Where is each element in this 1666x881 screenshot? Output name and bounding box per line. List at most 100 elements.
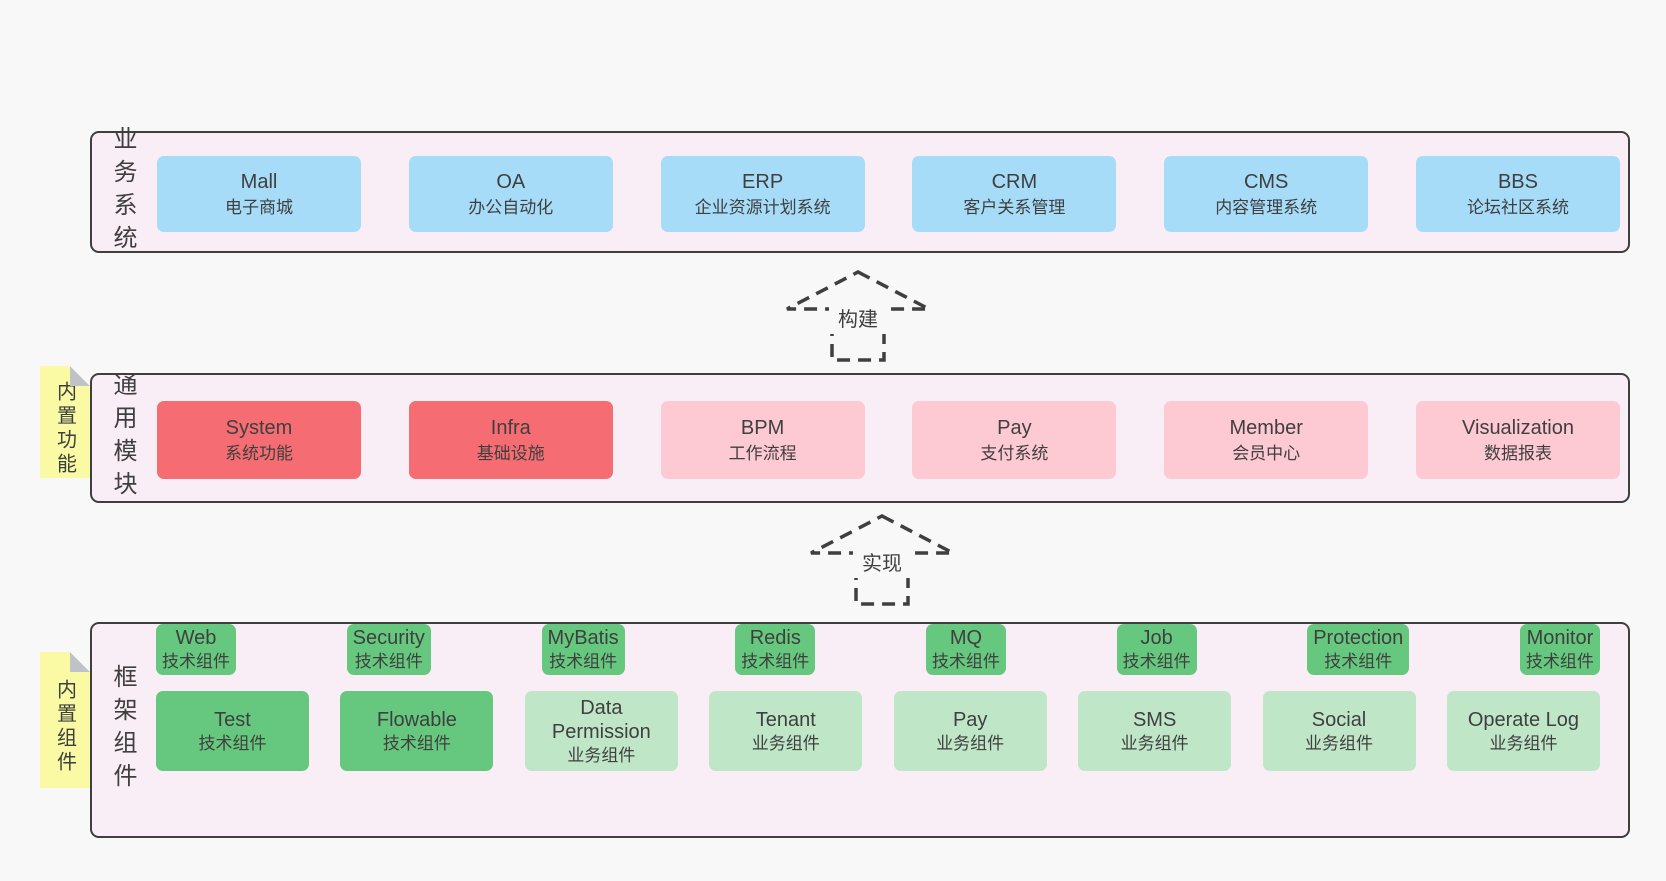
box-mq: MQ 技术组件 [925,624,1006,675]
box-title: BBS [1497,170,1538,193]
box-mall: Mall 电子商城 [157,156,361,232]
box-title: MyBatis [547,627,619,649]
box-subtitle: 基础设施 [476,443,545,463]
box-pay: Pay 支付系统 [912,401,1117,479]
box-title: Mall [240,170,278,193]
box-title: Security [352,627,425,649]
box-title: Monitor [1526,627,1594,649]
box-subtitle: 论坛社区系统 [1466,197,1569,217]
box-protection: Protection 技术组件 [1307,624,1410,675]
implement-arrow-outline [810,514,954,606]
box-subtitle: 系统功能 [225,443,293,463]
box-subtitle: 业务组件 [1489,733,1558,753]
box-erp: ERP 企业资源计划系统 [660,156,865,232]
box-visualization: Visualization 数据报表 [1415,401,1620,479]
box-subtitle: 支付系统 [980,443,1049,463]
box-title: Tenant [755,708,816,731]
sticky-note-built-in-features: 内置功能 [40,366,90,478]
box-mybatis: MyBatis 技术组件 [541,624,625,675]
box-bpm: BPM 工作流程 [660,401,865,479]
box-system: System 系统功能 [157,401,361,479]
box-subtitle: 技术组件 [354,652,423,671]
box-title: Job [1140,627,1173,649]
box-subtitle: 数据报表 [1483,443,1552,463]
box-title: OA [496,170,526,193]
box-subtitle: 技术组件 [741,652,810,671]
box-subtitle: 业务组件 [1305,733,1374,753]
box-subtitle: 业务组件 [1120,733,1189,753]
business-boxes-row: Mall 电子商城 OA 办公自动化 ERP 企业资源计划系统 CRM 客户关系管理 CMS 内容… [157,156,1620,232]
implement-arrow-label: 实现 [862,552,902,575]
box-subtitle: 内容管理系统 [1215,197,1318,217]
box-crm: CRM 客户关系管理 [912,156,1117,232]
box-title: Data Permission [551,696,651,743]
box-subtitle: 企业资源计划系统 [694,197,831,217]
box-subtitle: 办公自动化 [468,197,554,217]
box-subtitle: 技术组件 [198,733,267,753]
box-title: CMS [1243,170,1289,193]
box-title: Test [214,708,251,731]
layer-label-business-systems: 业务系统 [109,126,136,258]
box-subtitle: 技术组件 [1525,652,1594,671]
box-title: System [225,416,293,439]
box-title: Social [1311,708,1367,731]
build-arrow-label-bg [829,300,887,334]
box-bbs: BBS 论坛社区系统 [1415,156,1620,232]
layer-label-framework-components: 框架组件 [109,664,136,796]
box-infra: Infra 基础设施 [408,401,613,479]
box-title: Member [1229,416,1303,439]
box-job: Job 技术组件 [1116,624,1197,675]
box-subtitle: 技术组件 [549,652,618,671]
box-title: Web [175,627,217,649]
box-subtitle: 技术组件 [1324,652,1393,671]
box-subtitle: 客户关系管理 [963,197,1066,217]
implement-arrow-label-bg [853,544,911,578]
box-subtitle: 技术组件 [162,652,230,671]
box-subtitle: 业务组件 [936,733,1005,753]
sticky-note-label: 内置组件 [53,679,76,775]
build-arrow-icon: 构建 [786,270,930,362]
sticky-fold-icon [70,366,90,386]
box-security: Security 技术组件 [346,624,431,675]
layer-business-systems: 业务系统 Mall 电子商城 OA 办公自动化 ERP 企业资源计划系统 CRM 客户关系管理… [90,126,1630,258]
box-subtitle: 电子商城 [225,197,293,217]
box-subtitle: 技术组件 [931,652,1000,671]
box-subtitle: 技术组件 [382,733,451,753]
box-subtitle: 技术组件 [1122,652,1191,671]
box-title: Pay [952,708,988,731]
box-monitor: Monitor 技术组件 [1519,624,1600,675]
box-title: BPM [740,416,785,439]
box-subtitle: 工作流程 [728,443,797,463]
box-title: Pay [997,416,1032,439]
box-title: MQ [949,627,983,649]
box-cms: CMS 内容管理系统 [1164,156,1369,232]
box-subtitle: 业务组件 [751,733,820,753]
box-oa: OA 办公自动化 [408,156,613,232]
box-title: Protection [1313,627,1404,649]
build-arrow-outline [786,270,930,362]
box-title: Infra [490,416,531,439]
sticky-note-built-in-components: 内置组件 [40,652,90,788]
box-title: ERP [742,170,784,193]
box-title: Flowable [376,708,457,731]
sticky-note-label: 内置功能 [53,381,76,477]
box-title: Visualization [1462,416,1574,439]
box-title: SMS [1132,708,1177,731]
box-title: CRM [991,170,1038,193]
sticky-fold-icon [70,652,90,672]
box-web: Web 技术组件 [156,624,236,675]
